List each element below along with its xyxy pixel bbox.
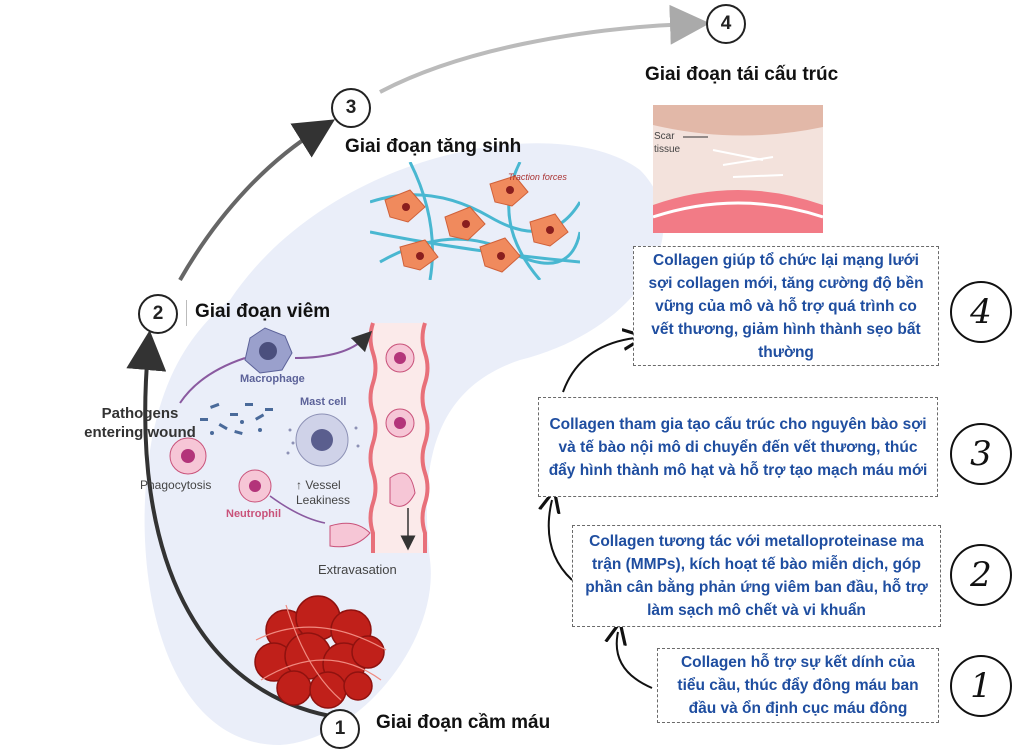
stage-3-title: Giai đoạn tăng sinh <box>345 136 522 157</box>
scar-tissue-label: Scar tissue <box>654 131 681 155</box>
neutrophil-label: Neutrophil <box>226 508 281 520</box>
box-2-number: 2 <box>950 544 1012 606</box>
box-3-number: 3 <box>950 423 1012 485</box>
stage-4-collagen-box: Collagen giúp tổ chức lại mạng lưới sợi … <box>633 246 939 366</box>
stage-2-collagen-box: Collagen tương tác với metalloproteinase… <box>572 525 941 627</box>
blood-clot-illustration <box>254 595 387 709</box>
stage-4-title: Giai đoạn tái cấu trúc <box>645 64 839 85</box>
stage-4-number: 4 <box>706 4 746 44</box>
stage-1-collagen-box: Collagen hỗ trợ sự kết dính của tiểu cầu… <box>657 648 939 723</box>
inflammation-illustration <box>169 322 430 553</box>
pathogens-label: Pathogens entering wound <box>84 405 196 441</box>
traction-forces-label: Traction forces <box>508 172 567 182</box>
mast-cell-label: Mast cell <box>300 396 347 408</box>
stage-1-title: Giai đoạn cầm máu <box>376 712 551 733</box>
stage-2-divider <box>186 300 187 326</box>
stage-1-number: 1 <box>320 709 360 749</box>
stage-3-collagen-box: Collagen tham gia tạo cấu trúc cho nguyê… <box>538 397 938 497</box>
stage-3-number: 3 <box>331 88 371 128</box>
box-4-number: 4 <box>950 281 1012 343</box>
macrophage-label: Macrophage <box>240 373 305 385</box>
vessel-leakiness-label: ↑ Vessel Leakiness <box>296 478 351 507</box>
proliferation-illustration <box>370 162 580 280</box>
remodeling-illustration <box>653 105 823 233</box>
phagocytosis-label: Phagocytosis <box>140 478 212 492</box>
stage-2-title: Giai đoạn viêm <box>195 301 331 322</box>
extravasation-label: Extravasation <box>318 562 397 577</box>
box-1-number: 1 <box>950 655 1012 717</box>
stage-2-number: 2 <box>138 294 178 334</box>
